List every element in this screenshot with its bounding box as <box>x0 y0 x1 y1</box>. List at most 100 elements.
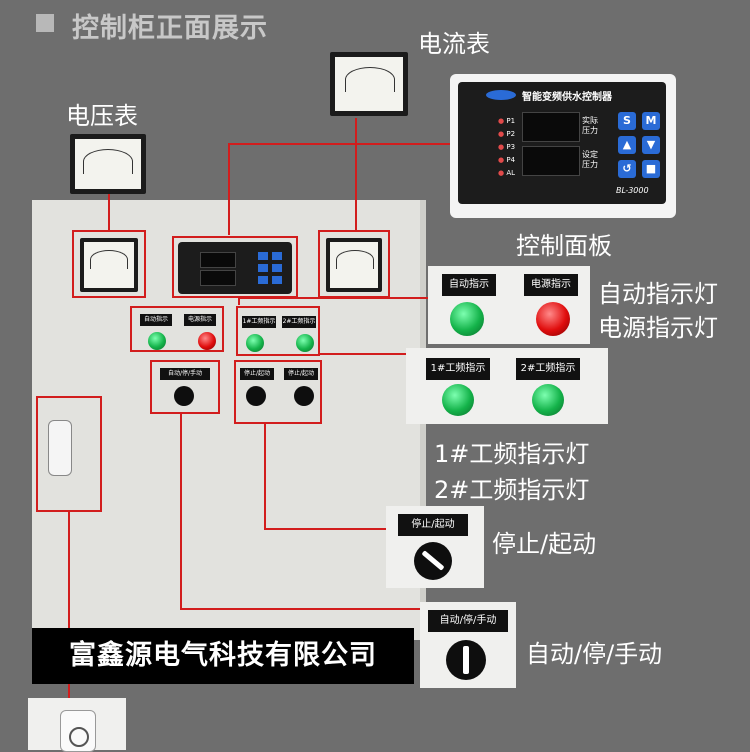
auto-stop-manual-switch-photo: 自动/停/手动 <box>420 602 516 688</box>
square-stop-icon: ■ <box>645 162 657 175</box>
ammeter-highlight <box>318 230 390 298</box>
power-lamp <box>536 302 570 336</box>
cabinet-autostop-knob[interactable] <box>174 386 194 406</box>
knob-indicator-icon <box>463 646 469 674</box>
freq1-lamp <box>442 384 474 416</box>
cabinet-stopstart-knob-1[interactable] <box>246 386 266 406</box>
freq-lamps-photo: 1#工频指示 2#工频指示 <box>406 348 608 424</box>
line-autostop-h <box>180 608 420 610</box>
actual-pressure-display <box>522 112 580 142</box>
cabinet-voltmeter <box>80 238 138 292</box>
cabinet-stopstart-plate-1: 停止/起动 <box>240 368 274 380</box>
cabinet-btn-6[interactable] <box>272 276 282 284</box>
led-p2: P2 <box>506 130 516 138</box>
controller-stop-button[interactable]: ■ <box>642 160 660 178</box>
auto-light-label: 自动指示灯 <box>598 280 718 308</box>
cabinet-power-lamp <box>198 332 216 350</box>
stop-start-switch-photo: 停止/起动 <box>386 506 484 588</box>
cabinet-auto-plate: 自动指示 <box>140 314 172 326</box>
lamps-right-highlight <box>236 306 320 356</box>
line-handle <box>68 512 70 702</box>
cabinet-btn-4[interactable] <box>272 264 282 272</box>
cabinet-freq2-plate: 2#工频指示 <box>282 316 316 328</box>
ammeter-label: 电流表 <box>418 30 490 58</box>
cabinet-ammeter <box>326 238 382 292</box>
freq1-light-label: 1#工频指示灯 <box>434 440 590 468</box>
ammeter-photo <box>330 52 408 116</box>
lamps-left-highlight <box>130 306 224 352</box>
cabinet-controller <box>178 242 292 294</box>
cabinet-btn-3[interactable] <box>258 264 268 272</box>
cabinet-freq2-lamp <box>296 334 314 352</box>
knob-stopstart-highlight <box>234 360 322 424</box>
controller-model: BL-3000 <box>616 186 649 195</box>
stop-start-label: 停止/起动 <box>492 530 597 558</box>
line-lamps-top-v <box>238 297 240 305</box>
controller-down-button[interactable]: ▼ <box>642 136 660 154</box>
set-pressure-display <box>522 146 580 176</box>
voltmeter-label: 电压表 <box>66 102 138 130</box>
auto-stop-manual-plate: 自动/停/手动 <box>428 610 508 632</box>
freq2-light-label: 2#工频指示灯 <box>434 476 590 504</box>
stop-start-knob[interactable] <box>414 542 452 580</box>
controller-return-button[interactable]: ↺ <box>618 160 636 178</box>
auto-lamp <box>450 302 484 336</box>
led-al: AL <box>506 169 516 177</box>
page-title: 控制柜正面展示 <box>72 13 268 44</box>
cabinet-controller-display-2 <box>200 270 236 286</box>
controller-up-button[interactable]: ▲ <box>618 136 636 154</box>
voltmeter-photo <box>70 134 146 194</box>
led-p1: P1 <box>506 117 516 125</box>
control-panel-label: 控制面板 <box>516 232 612 260</box>
actual-pressure-label: 实际压力 <box>582 116 598 135</box>
line-stopstart-v <box>264 424 266 530</box>
triangle-down-icon: ▼ <box>646 138 656 151</box>
controller-logo-icon <box>486 90 516 100</box>
cabinet-freq1-lamp <box>246 334 264 352</box>
company-banner: 富鑫源电气科技有限公司 <box>32 628 414 684</box>
cabinet-door-handle[interactable] <box>48 420 72 476</box>
line-ctrl-v <box>228 143 230 235</box>
auto-power-lamps-photo: 自动指示 电源指示 <box>428 266 590 344</box>
return-icon: ↺ <box>622 162 632 175</box>
power-light-label: 电源指示灯 <box>598 314 718 342</box>
controller-photo: 智能变频供水控制器 ● P1 ● P2 ● P3 ● P4 ● AL 实际压力 … <box>458 82 666 204</box>
controller-s-button[interactable]: S <box>618 112 636 130</box>
led-p4: P4 <box>506 156 516 164</box>
cabinet-btn-1[interactable] <box>258 252 268 260</box>
cabinet-power-plate: 电源指示 <box>184 314 216 326</box>
set-pressure-label: 设定压力 <box>582 150 598 169</box>
auto-stop-manual-label: 自动/停/手动 <box>526 640 663 668</box>
freq1-lamp-plate: 1#工频指示 <box>426 358 490 380</box>
controller-m-button[interactable]: M <box>642 112 660 130</box>
line-ctrl-h <box>228 143 454 145</box>
cabinet-btn-2[interactable] <box>272 252 282 260</box>
cabinet-auto-lamp <box>148 332 166 350</box>
freq2-lamp <box>532 384 564 416</box>
line-stopstart-h <box>264 528 388 530</box>
cabinet-btn-5[interactable] <box>258 276 268 284</box>
bottom-switch-photo <box>28 698 126 752</box>
voltmeter-highlight <box>72 230 146 298</box>
knob-indicator-icon <box>421 550 445 571</box>
cabinet-controller-display-1 <box>200 252 236 268</box>
line-voltmeter <box>108 180 110 230</box>
cabinet-stopstart-plate-2: 停止/起动 <box>284 368 318 380</box>
power-lamp-plate: 电源指示 <box>524 274 578 296</box>
controller-led-list: ● P1 ● P2 ● P3 ● P4 ● AL <box>498 117 516 177</box>
header-square-icon <box>36 14 54 32</box>
handle-highlight <box>36 396 102 512</box>
freq2-lamp-plate: 2#工频指示 <box>516 358 580 380</box>
bottom-switch-plate <box>60 710 96 752</box>
auto-stop-manual-knob[interactable] <box>446 640 486 680</box>
triangle-up-icon: ▲ <box>622 138 632 151</box>
line-lamps-top <box>238 297 430 299</box>
led-p3: P3 <box>506 143 516 151</box>
line-autostop-v <box>180 412 182 610</box>
cabinet-autostop-plate: 自动/停/手动 <box>160 368 210 380</box>
controller-title: 智能变频供水控制器 <box>522 92 612 103</box>
cabinet-stopstart-knob-2[interactable] <box>294 386 314 406</box>
line-lamps-freq <box>318 353 408 355</box>
controller-highlight <box>172 236 298 298</box>
circle-button-icon[interactable] <box>69 727 89 747</box>
